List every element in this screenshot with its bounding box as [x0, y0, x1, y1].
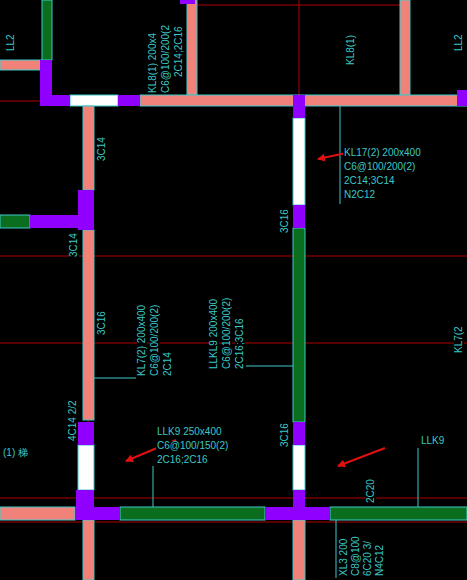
beam-label: 2C14;2C16 — [174, 25, 184, 78]
leader-lines — [94, 106, 418, 578]
beam-label: LLK9 250x400 — [156, 427, 223, 437]
beam-label: KL7(2 — [454, 325, 464, 354]
beam-label: KL8(1) 200x4 — [148, 32, 158, 94]
beam-label: 3C14 — [97, 136, 107, 162]
beam-label: 6C20 3/ — [363, 540, 373, 577]
beam-label: XL3 200 — [339, 538, 349, 577]
beam-label: C6@100/200(2 — [161, 24, 171, 94]
beam-label: LLKL9 200x400 — [209, 298, 219, 370]
beam-label: KL7(2) 200x400 — [137, 304, 147, 377]
beam-label: C6@100/200(2) — [343, 162, 416, 172]
beam-label: LL2 — [454, 33, 464, 52]
beam-label: 3C16 — [97, 310, 107, 336]
beam-label: 2C16;3C16 — [235, 317, 245, 370]
beam-label: C6@100/200(2) — [222, 297, 232, 370]
beam-label: 4C14 2/2 — [68, 399, 78, 442]
beam-label: N2C12 — [343, 190, 376, 200]
beam-label: LLK9 — [420, 436, 445, 446]
beam-label: 3C16 — [280, 208, 290, 234]
beam-label: 2C14 — [163, 351, 173, 377]
beam-label: C6@100/150(2) — [156, 441, 229, 451]
beam-label: 2C14;3C14 — [343, 176, 396, 186]
beam-label: 2C16;2C16 — [156, 455, 209, 465]
beam-label: 2C20 — [366, 478, 376, 504]
beam-label: KL8(1) — [346, 34, 356, 66]
beam-label: KL17(2) 200x400 — [343, 148, 422, 158]
beam-label: LL2 — [6, 33, 16, 52]
beam-label: C6@100/200(2) — [150, 304, 160, 377]
columns — [30, 0, 467, 520]
beam-label: C8@100 — [351, 535, 361, 577]
beam-label: (1) 梯 — [2, 448, 29, 458]
beam-label: N4C12 — [375, 544, 385, 577]
pointer-arrows — [126, 150, 385, 466]
beam-label: 3C14 — [69, 232, 79, 258]
beam-label: 3C16 — [280, 422, 290, 448]
